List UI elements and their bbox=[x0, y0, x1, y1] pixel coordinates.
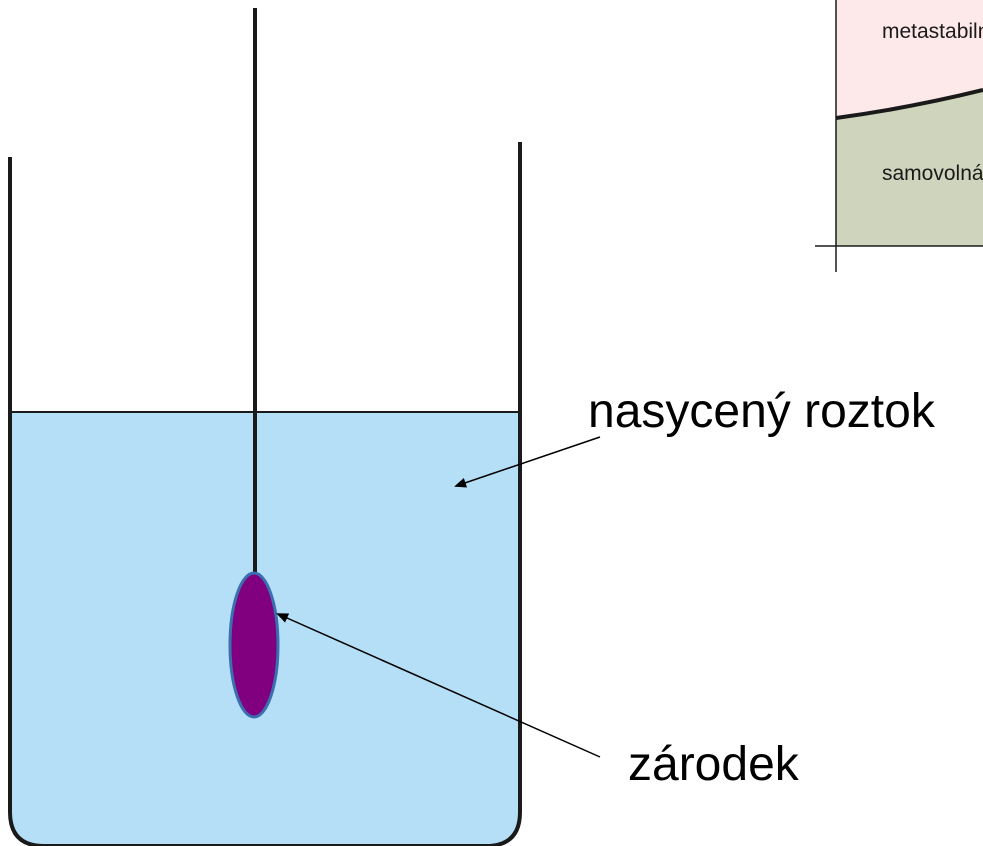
inset-phase-diagram: metastabilní samovolná bbox=[836, 0, 983, 246]
solution-pointer-arrow bbox=[454, 436, 601, 488]
solution-label: nasycený roztok bbox=[588, 385, 936, 438]
inset-region-spontaneous bbox=[836, 90, 983, 246]
seed-pointer-arrow bbox=[276, 613, 601, 758]
seed-crystal bbox=[228, 571, 280, 719]
inset-region-metastable bbox=[836, 0, 983, 118]
seed-label: zárodek bbox=[628, 738, 800, 791]
inset-boundary-curve bbox=[836, 88, 983, 120]
inset-label-metastable: metastabilní bbox=[882, 20, 983, 43]
inset-label-spontaneous: samovolná bbox=[882, 162, 983, 185]
beaker bbox=[8, 142, 522, 846]
